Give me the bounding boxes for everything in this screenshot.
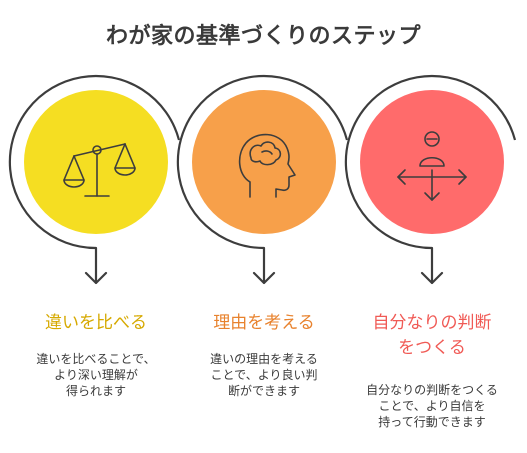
step-3-connector: [420, 246, 444, 285]
person-directions-icon: [397, 131, 467, 201]
step-1-title-line: 違いを比べる: [45, 313, 147, 333]
step-3-desc-line: 自分なりの判断をつくる: [366, 383, 498, 397]
step-1-desc-line: より深い理解が: [54, 368, 138, 382]
step-1-circle: [24, 90, 168, 234]
page-title: わが家の基準づくりのステップ: [105, 24, 421, 49]
step-1-connector: [84, 246, 108, 285]
step-2-title: 理由を考える: [184, 311, 344, 336]
step-2-node: [176, 74, 349, 285]
step-3-desc-line: ことで、より自信を: [378, 399, 486, 413]
step-2-description: 違いの理由を考える ことで、より良い判 断ができます: [184, 351, 344, 399]
step-2-connector: [252, 246, 276, 285]
head-brain-icon: [238, 133, 296, 198]
step-1-desc-line: 違いを比べることで、: [36, 352, 156, 366]
step-3-title: 自分なりの判断 をつくる: [352, 311, 512, 361]
balance-scale-icon: [63, 143, 136, 197]
step-1-description: 違いを比べることで、 より深い理解が 得られます: [16, 351, 176, 399]
step-3-outer-arc: [344, 74, 517, 250]
step-3-title-line: 自分なりの判断: [372, 313, 492, 333]
step-2-desc-line: 違いの理由を考える: [210, 352, 318, 366]
step-2-title-line: 理由を考える: [213, 313, 315, 333]
step-2-desc-line: 断ができます: [227, 384, 300, 398]
step-3-description: 自分なりの判断をつくる ことで、より自信を 持って行動できます: [347, 382, 517, 430]
step-3-title-line: をつくる: [398, 338, 466, 358]
step-1-desc-line: 得られます: [65, 384, 126, 398]
step-2-circle: [192, 90, 336, 234]
step-1-node: [8, 74, 181, 285]
step-3-desc-line: 持って行動できます: [378, 415, 486, 429]
step-2-outer-arc: [176, 74, 349, 250]
step-3-node: [344, 74, 517, 285]
step-1-outer-arc: [8, 74, 181, 250]
step-2-desc-line: ことで、より良い判: [210, 368, 318, 382]
step-3-circle: [360, 90, 504, 234]
step-1-title: 違いを比べる: [16, 311, 176, 336]
